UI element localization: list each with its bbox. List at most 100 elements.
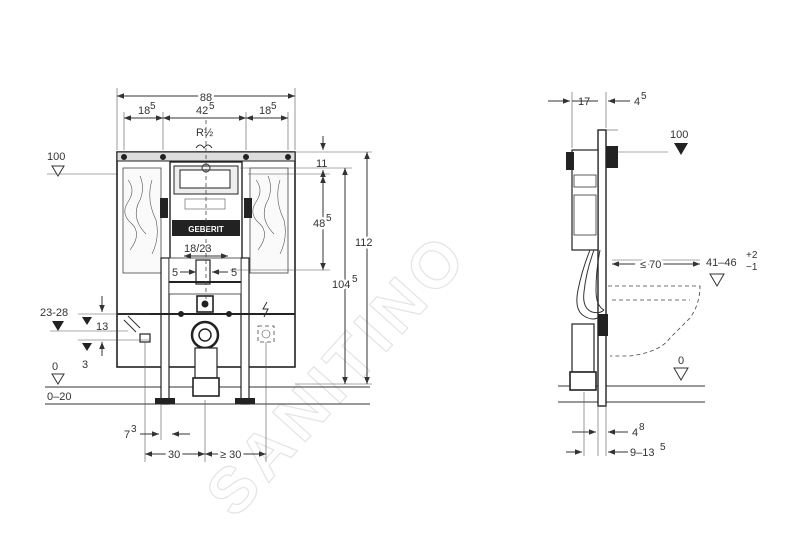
svg-text:5: 5: [150, 101, 156, 112]
svg-text:104: 104: [332, 279, 350, 291]
label-30: 30: [168, 449, 180, 461]
waste-outlet-inner: [198, 328, 212, 342]
side-cistern-detail-1: [573, 174, 597, 188]
electrical-box: [257, 325, 275, 343]
left-panel-texture: [124, 175, 158, 255]
label-112: 112: [355, 237, 373, 249]
center-bracket: [195, 259, 211, 285]
label-0-20: 0–20: [47, 391, 71, 403]
logo-text: GEBERIT: [188, 225, 224, 234]
level-13-marker-icon: [82, 317, 92, 325]
side-pipe-3: [595, 249, 605, 311]
foot-left: [155, 398, 175, 404]
left-panel: [122, 167, 162, 274]
label-3: 3: [82, 359, 88, 371]
connector-hatch: [123, 315, 141, 333]
side-view: 17 4 5 100 ≤ 70 ≤ 70 41–46 +2 −1 0 4 8: [548, 91, 758, 459]
label-floor-0: 0: [52, 361, 58, 373]
level-3-marker-icon: [82, 343, 92, 351]
side-level-100-marker-icon: [674, 143, 688, 155]
side-label-100: 100: [670, 129, 688, 141]
rail-bolt-right: [285, 154, 291, 160]
svg-text:4: 4: [634, 96, 640, 108]
side-pipe-1: [576, 249, 601, 320]
bar-bolt-1: [178, 311, 184, 317]
svg-text:104: 104: [332, 279, 350, 291]
label-le70: ≤ 70: [640, 259, 661, 271]
svg-text:48: 48: [313, 218, 325, 230]
cistern-label-1: [184, 198, 226, 210]
label-88: 88: [200, 92, 212, 104]
side-flush-plate: [606, 146, 618, 168]
side-floor-0-marker-icon: [673, 367, 689, 381]
label-73: 7 3: [124, 424, 137, 441]
label-13: 13: [96, 321, 108, 333]
cistern-clip-left: [160, 198, 168, 218]
label-ge30: ≥ 30: [220, 449, 241, 461]
svg-text:42: 42: [196, 105, 208, 117]
svg-text:≤ 70: ≤ 70: [640, 259, 661, 271]
floor-0-marker-icon: [51, 373, 65, 385]
left-connector: [139, 333, 151, 343]
side-frame-post: [597, 129, 607, 407]
cistern-clip-right: [244, 198, 252, 218]
svg-text:18: 18: [138, 105, 150, 117]
svg-text:5: 5: [660, 442, 666, 453]
svg-text:5: 5: [352, 274, 358, 285]
svg-text:−1: −1: [746, 262, 758, 273]
svg-text:41–46: 41–46: [706, 257, 737, 269]
svg-text:5: 5: [209, 101, 215, 112]
side-pipe-2: [583, 249, 605, 314]
svg-text:3: 3: [131, 424, 137, 435]
waste-pipe-end: [192, 377, 220, 397]
front-view: GEBERIT 8: [40, 88, 375, 464]
rail-bolt-3: [243, 154, 249, 160]
svg-text:112: 112: [355, 237, 373, 249]
label-42: 42 5: [196, 101, 215, 117]
label-48: 4 8: [632, 422, 645, 439]
label-23-28: 23-28: [40, 307, 68, 319]
label-18-23: 18/23: [184, 243, 212, 255]
foot-right: [235, 398, 255, 404]
right-panel: [249, 167, 289, 274]
side-waste-pipe: [571, 323, 595, 373]
cistern-window: [179, 169, 231, 189]
water-inlet-symbol: [195, 144, 213, 149]
level-100-marker-icon: [51, 165, 65, 177]
svg-text:5: 5: [641, 91, 647, 102]
level-23-28-marker-icon: [52, 321, 64, 331]
label-45: 4 5: [634, 91, 647, 108]
svg-text:18: 18: [259, 105, 271, 117]
label-level-100: 100: [47, 151, 65, 163]
svg-text:5: 5: [271, 101, 277, 112]
side-waste-elbow: [569, 371, 597, 391]
svg-text:7: 7: [124, 429, 130, 441]
svg-text:48: 48: [313, 218, 325, 230]
label-5-left: 5: [172, 267, 178, 279]
svg-text:8: 8: [639, 422, 645, 433]
right-panel-texture: [252, 175, 286, 255]
label-18-left: 18 5: [138, 101, 156, 117]
label-11: 11: [316, 158, 327, 170]
side-bracket: [598, 314, 608, 336]
label-5-right: 5: [231, 267, 237, 279]
label-1045: 104 104 5: [330, 274, 359, 294]
svg-text:88: 88: [200, 92, 212, 104]
label-9-135: 9–13 5: [630, 442, 666, 459]
side-cistern-cap: [566, 152, 574, 170]
rail-bolt-2: [160, 154, 166, 160]
bar-bolt-2: [226, 311, 232, 317]
label-thread: R½: [196, 127, 213, 139]
svg-text:30: 30: [168, 449, 180, 461]
svg-text:≥ 30: ≥ 30: [220, 449, 241, 461]
electrical-symbol-icon: [262, 301, 269, 318]
side-label-floor-0: 0: [678, 355, 684, 367]
label-18-right: 18 5: [259, 101, 277, 117]
side-cistern-detail-2: [573, 194, 597, 236]
rail-bolt-left: [121, 154, 127, 160]
svg-text:5: 5: [326, 213, 332, 224]
label-41-46: 41–46 +2 −1: [706, 250, 758, 273]
svg-text:9–13: 9–13: [630, 447, 654, 459]
post-right: [240, 257, 250, 405]
